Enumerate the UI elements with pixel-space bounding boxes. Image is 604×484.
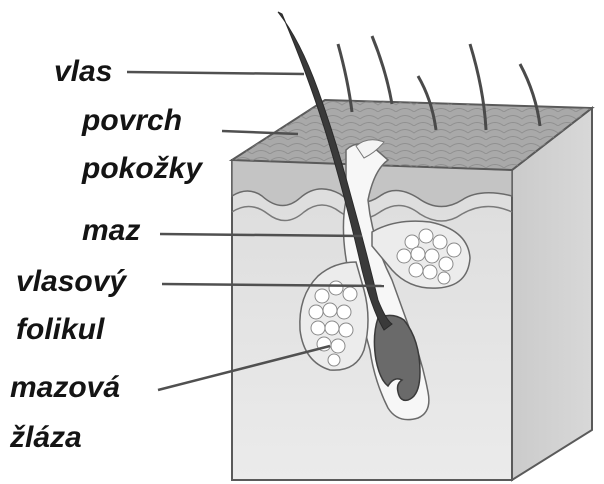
label-povrch-line2: pokožky <box>82 151 202 187</box>
label-zlaza-line1: mazová <box>10 370 120 406</box>
label-folikul-line1: vlasový <box>16 264 126 300</box>
label-povrch-line1: povrch <box>82 103 182 139</box>
label-vlas: vlas <box>54 54 112 90</box>
label-zlaza-line2: žláza <box>10 420 82 456</box>
skin-side-face <box>512 108 592 480</box>
leader-line-vlas <box>127 72 304 74</box>
label-folikul-line2: folikul <box>16 312 104 348</box>
label-maz: maz <box>82 213 140 249</box>
surface-hair <box>372 36 392 104</box>
